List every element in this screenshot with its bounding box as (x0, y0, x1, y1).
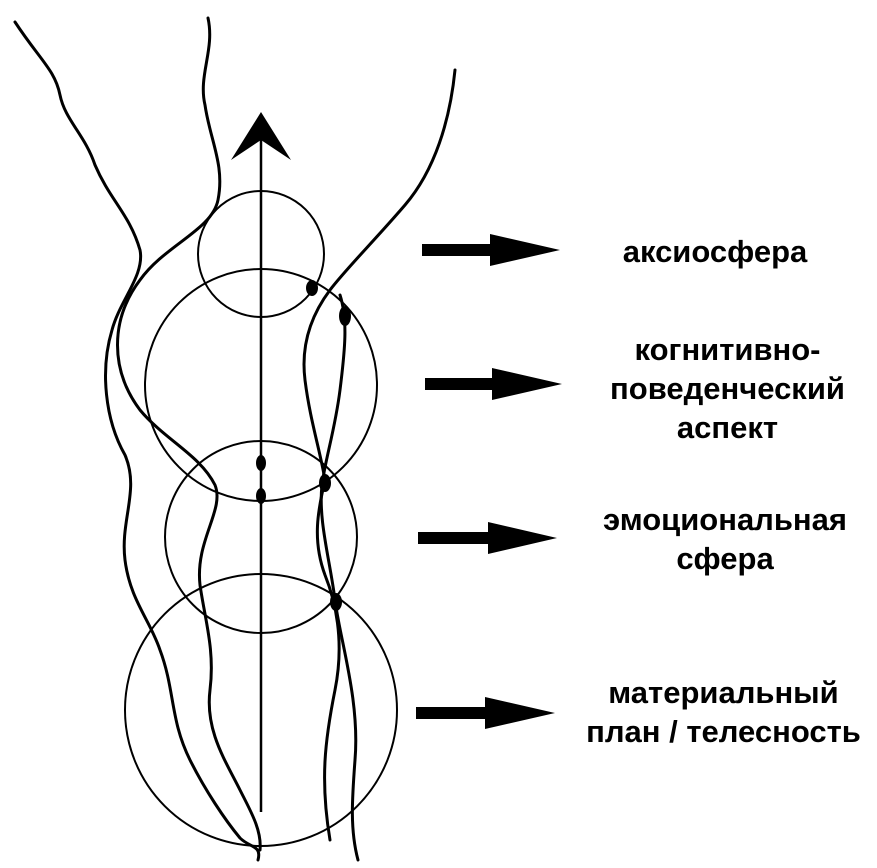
label-cognitive-behavioral: когнитивно- поведенческий аспект (585, 330, 870, 447)
label-line: сфера (580, 539, 870, 578)
arrow-right-icon (425, 368, 562, 400)
label-line: аспект (585, 408, 870, 447)
arrow-right-icon (418, 522, 557, 554)
arrow-right-icon (422, 234, 560, 266)
label-line: эмоциональная (580, 500, 870, 539)
arrow-right-icon (416, 697, 555, 729)
knot-6 (330, 593, 342, 611)
thread-left-inner (118, 18, 261, 850)
label-axiosphere: аксиосфера (570, 232, 860, 271)
label-line: материальный (570, 673, 877, 712)
knot-5 (319, 474, 331, 492)
knot-3 (256, 455, 266, 471)
label-line: поведенческий (585, 369, 870, 408)
label-line: когнитивно- (585, 330, 870, 369)
label-emotional-sphere: эмоциональная сфера (580, 500, 870, 578)
thread-left-outer (15, 22, 259, 860)
knot-2 (339, 306, 351, 326)
knot-4 (256, 488, 266, 504)
label-material-plan: материальный план / телесность (570, 673, 877, 751)
label-line: аксиосфера (570, 232, 860, 271)
label-line: план / телесность (570, 712, 877, 751)
knot-1 (306, 280, 318, 296)
